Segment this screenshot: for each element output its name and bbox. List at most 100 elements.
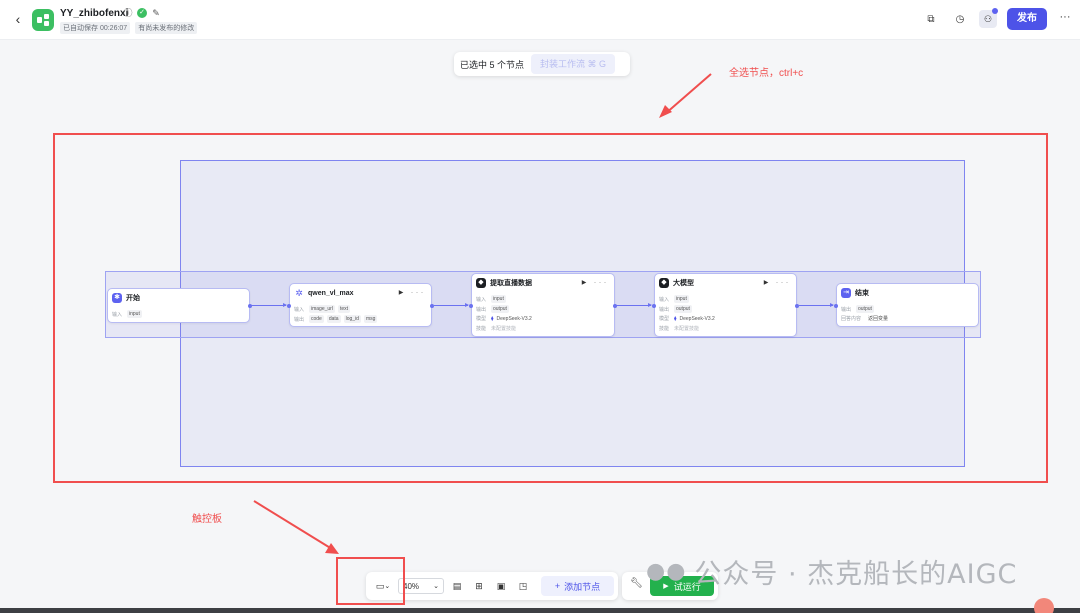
- wechat-icon: ●●: [646, 559, 687, 584]
- input-port[interactable]: [469, 304, 473, 308]
- field-label: 模型: [659, 316, 670, 322]
- workflow-title: YY_zhibofenxi: [60, 8, 129, 19]
- output-var-tag: code: [309, 315, 324, 323]
- field-label: 技能: [476, 326, 487, 332]
- wrench-icon[interactable]: 🔧︎: [630, 578, 643, 589]
- node-extract-live-data[interactable]: ◆ 提取直播数据 ▶ ··· 输入 input 输出 output 模型 ⧫ D…: [469, 273, 617, 337]
- output-var-tag: output: [491, 305, 509, 313]
- node-qwen-vl-max[interactable]: ✲ qwen_vl_max ▶ ··· 输入 image_url text 输出…: [287, 283, 434, 327]
- watermark: ●● 公众号 · 杰克船长的AIGC: [646, 552, 1017, 591]
- collaborator-button[interactable]: ⚇: [979, 8, 998, 28]
- model-name: DeepSeek-V3.2: [496, 315, 532, 322]
- node-actions[interactable]: ▶ ···: [398, 290, 426, 296]
- whale-icon: ⧫: [491, 315, 494, 322]
- whale-icon: ⧫: [674, 315, 677, 322]
- field-label: 输出: [659, 306, 670, 313]
- chevron-down-icon: ⌄: [433, 583, 439, 590]
- output-port[interactable]: [248, 304, 252, 308]
- run-toolbar: 🔧︎ ▶ 试运行: [622, 572, 718, 600]
- add-node-label: 添加节点: [564, 581, 601, 592]
- output-var-tag: output: [674, 305, 692, 313]
- selection-count: 已选中 5 个节点: [460, 59, 525, 70]
- output-var-tag: msg: [363, 315, 378, 323]
- more-menu-button[interactable]: ···: [1059, 11, 1071, 23]
- history-icon[interactable]: ◷: [955, 13, 965, 25]
- output-port[interactable]: [795, 304, 799, 308]
- llm-icon: ◆: [476, 278, 486, 288]
- edit-icon[interactable]: ✎: [152, 8, 160, 18]
- image-icon[interactable]: ▣: [496, 580, 506, 591]
- node-title: 提取直播数据: [490, 280, 532, 287]
- zoom-select[interactable]: 40% ⌄: [398, 578, 444, 594]
- input-var-tag: input: [127, 310, 142, 318]
- node-llm[interactable]: ◆ 大模型 ▶ ··· 输入 input 输出 output 模型 ⧫ Deep…: [652, 273, 799, 337]
- input-var-tag: text: [337, 305, 351, 313]
- node-actions[interactable]: ▶ ···: [581, 280, 609, 286]
- output-port[interactable]: [430, 304, 434, 308]
- node-end[interactable]: ⇥ 结束 输出 output 回答内容 返回变量: [834, 283, 979, 327]
- node-title: 开始: [126, 295, 140, 302]
- field-label: 技能: [659, 326, 670, 332]
- end-icon: ⇥: [841, 288, 851, 298]
- node-start[interactable]: ✱ 开始 输入 input: [107, 288, 252, 323]
- input-var-tag: image_url: [309, 305, 335, 313]
- header-bar: ‹ YY_zhibofenxi ⓘ ✓ ✎ 已自动保存 00:26:07 有尚未…: [0, 0, 1080, 40]
- output-var-tag: data: [326, 315, 341, 323]
- workflow-app-icon: [32, 9, 54, 31]
- test-run-button[interactable]: ▶ 试运行: [650, 576, 714, 596]
- input-var-tag: input: [674, 295, 689, 303]
- input-port[interactable]: [652, 304, 656, 308]
- field-label: 输出: [476, 306, 487, 313]
- edge-start-qwen: [251, 303, 287, 307]
- copy-icon[interactable]: ⧉: [927, 13, 935, 25]
- output-var-tag: log_id: [343, 315, 361, 323]
- info-icon[interactable]: ⓘ: [123, 8, 133, 18]
- edge-llm-end: [799, 303, 834, 307]
- field-label: 回答内容: [841, 316, 862, 322]
- input-port[interactable]: [287, 304, 291, 308]
- model-name: DeepSeek-V3.2: [679, 315, 715, 322]
- play-icon: ▶: [663, 583, 669, 590]
- bottom-strip: [0, 608, 1080, 613]
- users-icon: ⚇: [983, 13, 993, 24]
- publish-button[interactable]: 发布: [1007, 8, 1047, 30]
- node-actions[interactable]: ▶ ···: [763, 280, 791, 286]
- chevron-left-icon[interactable]: ‹: [15, 11, 21, 27]
- node-title: 结束: [855, 290, 869, 297]
- field-label: 输入: [294, 306, 305, 313]
- canvas-toolbar: ▭⌄ 40% ⌄ ▤ ⊞ ▣ ◳ + 添加节点: [366, 572, 618, 600]
- fit-view-icon[interactable]: ◳: [518, 580, 528, 591]
- node-title: qwen_vl_max: [308, 289, 354, 297]
- field-label: 输出: [841, 306, 852, 313]
- autosave-status: 已自动保存 00:26:07: [60, 22, 131, 34]
- check-circle-icon: ✓: [137, 8, 147, 18]
- annotation-box-touchpad: [336, 557, 405, 605]
- skill-value: 未配置技能: [674, 326, 700, 332]
- avatar[interactable]: [1034, 598, 1054, 613]
- wrap-workflow-button[interactable]: 封装工作流 ⌘ G: [531, 54, 616, 74]
- node-title: 大模型: [673, 280, 694, 287]
- grid-icon[interactable]: ⊞: [475, 580, 483, 591]
- annotation-arrow-top: [659, 73, 712, 118]
- comment-icon[interactable]: ▤: [452, 580, 462, 591]
- add-node-button[interactable]: + 添加节点: [541, 576, 614, 596]
- field-label: 输入: [659, 296, 670, 303]
- selection-bar: 已选中 5 个节点 封装工作流 ⌘ G: [454, 52, 630, 76]
- input-var-tag: input: [491, 295, 506, 303]
- chevron-down-icon: ⌄: [384, 583, 391, 590]
- field-label: 输入: [476, 296, 487, 303]
- touchpad-mode-button[interactable]: ▭⌄: [372, 578, 394, 594]
- input-port[interactable]: [834, 304, 838, 308]
- edge-qwen-extract: [434, 303, 469, 307]
- annotation-touchpad: 触控板: [192, 514, 222, 525]
- answer-mode-value: 返回变量: [868, 316, 889, 322]
- field-label: 输入: [112, 311, 123, 318]
- plugin-icon: ✲: [294, 288, 304, 298]
- output-port[interactable]: [613, 304, 617, 308]
- touchpad-icon: ▭: [375, 580, 385, 591]
- plus-icon: +: [554, 581, 561, 591]
- field-label: 输出: [294, 316, 305, 323]
- unpublished-badge: 有尚未发布的修改: [135, 22, 198, 34]
- notification-dot: [992, 8, 998, 14]
- llm-icon: ◆: [659, 278, 669, 288]
